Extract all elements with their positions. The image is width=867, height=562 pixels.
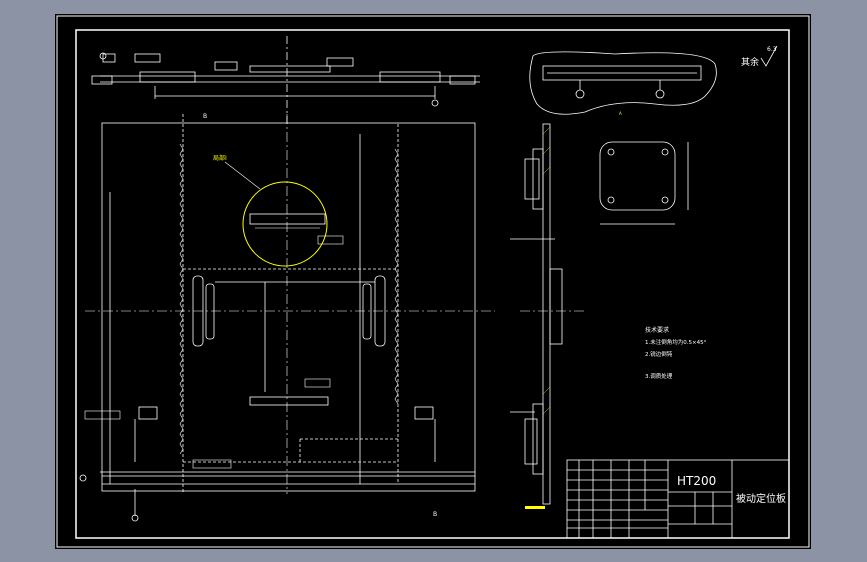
notes-title: 技术要求 xyxy=(645,326,669,334)
detail-label: 局部I xyxy=(213,154,227,162)
roughness-icon xyxy=(760,45,778,67)
section-a-label: A xyxy=(619,111,622,116)
yellow-markers xyxy=(525,506,545,509)
side-view-hatch xyxy=(542,126,551,415)
roughness-value: 6.3 xyxy=(767,46,777,53)
detail-circle xyxy=(224,161,328,267)
section-detail xyxy=(529,51,717,115)
roughness-label: 其余 xyxy=(741,56,759,68)
top-view xyxy=(91,36,480,124)
hole-pattern xyxy=(179,143,399,455)
technical-notes: 技术要求 1.未注倒角均为0.5×45° 2.锐边倒钝 3.调质处理 xyxy=(645,326,707,380)
drawing-sheet: 局部I A 其余 6.3 xyxy=(55,14,811,549)
material-label: HT200 xyxy=(677,474,716,488)
cad-drawing: 局部I A 其余 6.3 xyxy=(56,15,810,548)
front-view xyxy=(79,114,476,522)
notes-line-2: 2.锐边倒钝 xyxy=(645,350,673,358)
tolerance-frames xyxy=(84,235,344,469)
side-view xyxy=(510,123,563,505)
title-block xyxy=(566,459,790,539)
notes-line-1: 1.未注倒角均为0.5×45° xyxy=(645,338,707,346)
section-marker-bottom: B xyxy=(433,511,437,518)
flange-detail xyxy=(599,141,689,225)
center-lines xyxy=(85,114,585,494)
inner-frame xyxy=(75,29,790,539)
notes-line-3: 3.调质处理 xyxy=(645,372,673,380)
part-name: 被动定位板 xyxy=(736,492,786,505)
outer-frame xyxy=(56,15,810,548)
section-marker-top: B xyxy=(203,113,207,120)
